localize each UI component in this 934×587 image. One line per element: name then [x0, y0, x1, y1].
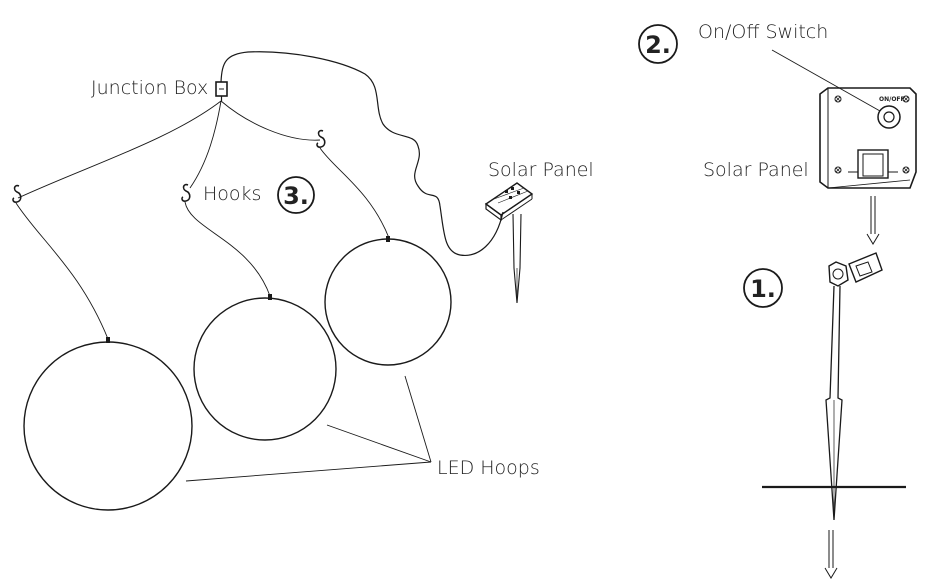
leader-switch: [771, 49, 881, 112]
ground-stake: [825, 252, 883, 521]
leader-hoop-middle: [326, 424, 432, 463]
mount-bracket: [848, 149, 898, 179]
solar-cable: [220, 51, 504, 256]
junction-box-label: Junction Box: [91, 77, 208, 99]
wire-hoop-small: [319, 147, 390, 239]
solar-panel-small: [484, 182, 534, 304]
wire-hoop-middle: [184, 201, 271, 297]
led-hoops-label: LED Hoops: [437, 457, 540, 479]
leader-hoop-small: [404, 375, 432, 463]
hook-right-icon: [316, 129, 326, 148]
arrow-down-bottom-icon: [824, 530, 838, 579]
hook-left-icon: [12, 184, 22, 203]
leader-hoop-large: [185, 461, 432, 482]
screw-icons: [834, 95, 910, 174]
step-1-number: 1.: [750, 275, 776, 303]
step-1-badge: [743, 268, 783, 308]
hook-middle-icon: [181, 183, 191, 202]
led-hoop-middle: [193, 294, 337, 441]
led-hoop-small: [324, 236, 452, 366]
hooks-label: Hooks: [203, 183, 261, 205]
wire-hook-left: [17, 100, 222, 199]
on-off-switch-label: On/Off Switch: [698, 21, 828, 43]
wire-hoop-large: [15, 202, 109, 340]
solar-panel-large: [819, 87, 917, 189]
step-3-badge: [277, 176, 315, 214]
wire-hook-right: [220, 100, 321, 141]
panel-switch-text: ON/OFF: [879, 96, 905, 103]
led-hoop-large: [23, 337, 193, 511]
on-off-switch-icon: [877, 105, 901, 129]
wire-hook-middle: [189, 100, 222, 189]
step-2-number: 2.: [645, 31, 671, 59]
arrow-down-icon: [866, 196, 880, 245]
solar-panel-right-label: Solar Panel: [703, 159, 809, 181]
step-2-badge: [638, 24, 678, 64]
step-3-number: 3.: [283, 182, 309, 210]
junction-box: [215, 81, 228, 101]
solar-panel-left-label: Solar Panel: [488, 159, 594, 181]
